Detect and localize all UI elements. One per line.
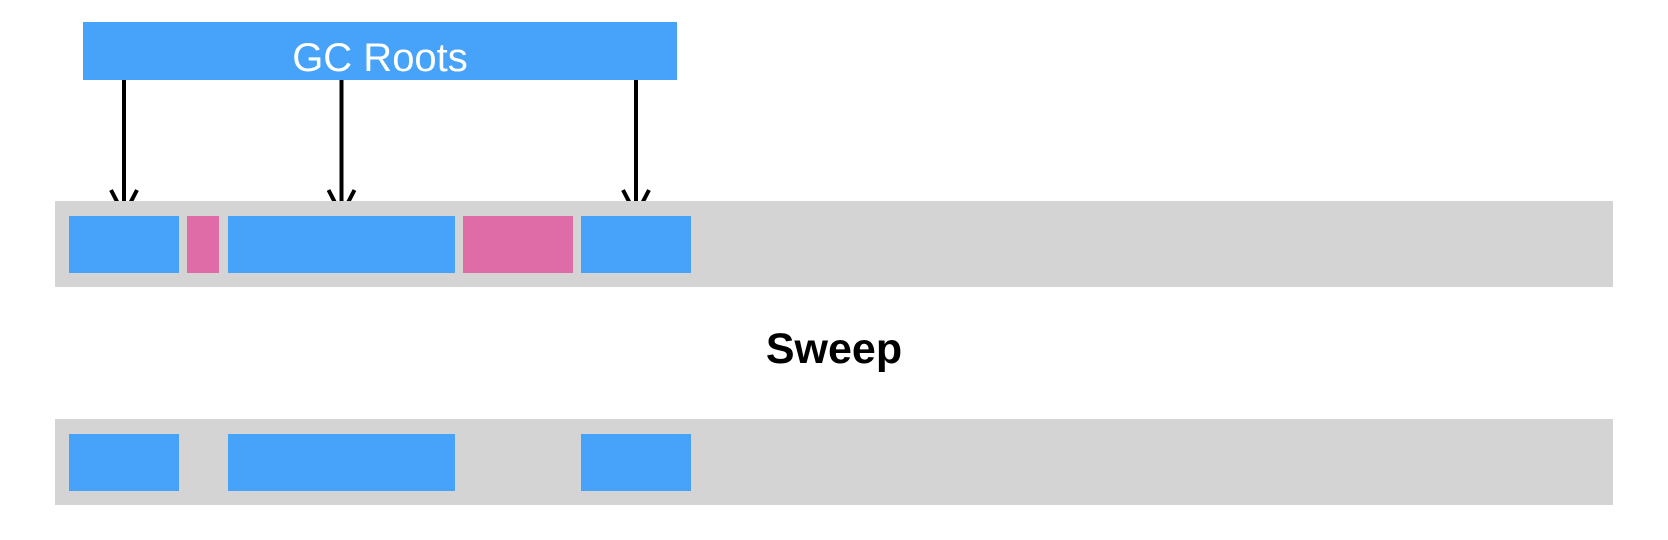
before-live-object-3 (228, 216, 455, 273)
reference-arrow-5 (621, 80, 651, 220)
heap-before-sweep (55, 201, 1613, 287)
reference-arrow-1 (109, 80, 139, 220)
before-garbage-object-2 (187, 216, 219, 273)
reference-arrow-3 (326, 80, 357, 220)
before-live-object-1 (69, 216, 179, 273)
after-live-object-5 (581, 434, 691, 491)
gc-roots-label: GC Roots (292, 36, 468, 80)
gc-roots-box: GC Roots (83, 22, 677, 80)
sweep-step-label: Sweep (765, 325, 903, 373)
before-garbage-object-4 (463, 216, 573, 273)
after-live-object-3 (228, 434, 455, 491)
heap-after-sweep (55, 419, 1613, 505)
before-live-object-5 (581, 216, 691, 273)
after-live-object-1 (69, 434, 179, 491)
